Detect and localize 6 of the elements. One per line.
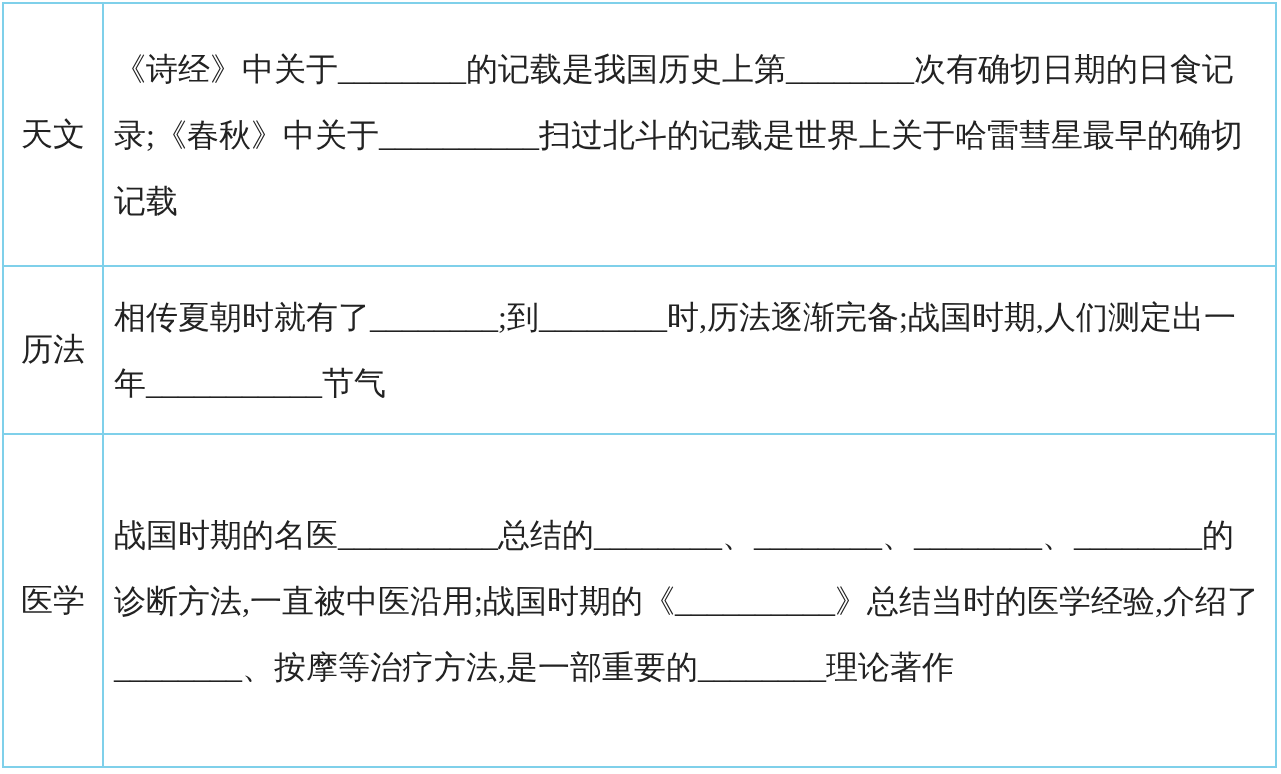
- category-cell: 医学: [3, 434, 103, 767]
- category-cell: 历法: [3, 266, 103, 434]
- content-cell: 《诗经》中关于________的记载是我国历史上第________次有确切日期的日食记录;《春秋》中关于__________扫过北斗的记载是世界上关于哈雷彗星最早的确切记载: [103, 3, 1276, 266]
- content-cell: 相传夏朝时就有了________;到________时,历法逐渐完备;战国时期,人们测定出一年___________节气: [103, 266, 1276, 434]
- content-cell: 战国时期的名医__________总结的________、________、________、________的诊断方法,一直被中医沿用;战国时期的《__________》总结当时的医学经验,介绍了________、按摩等治疗方法,是一部重要的________理论著作: [103, 434, 1276, 767]
- category-cell: 天文: [3, 3, 103, 266]
